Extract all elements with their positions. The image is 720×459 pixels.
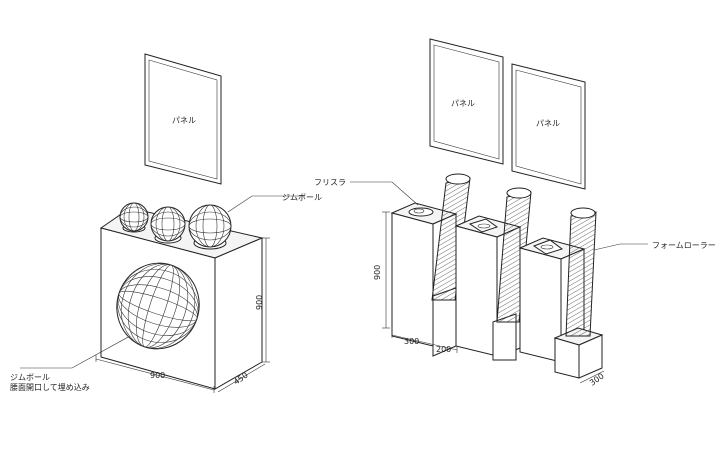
frisbee-callout: フリスラ <box>314 178 419 206</box>
left-panel: パネル <box>144 53 222 185</box>
gym-ball-label: ジムボール <box>282 193 322 202</box>
foam-roller-1 <box>431 173 471 301</box>
embedded-gym-ball <box>116 262 200 350</box>
foam-roller-2 <box>496 187 532 323</box>
right-panel-1: パネル <box>429 38 504 165</box>
right-panel-2: パネル <box>511 63 586 190</box>
right-dim-depth: 300 <box>588 372 606 388</box>
frisbee-label: フリスラ <box>314 178 346 187</box>
gym-ball-callout: ジムボール <box>227 193 322 213</box>
gym-ball-large <box>188 204 232 250</box>
embedded-note-line2: 腰面開口して埋め込み <box>10 382 90 392</box>
right-panel-1-label: パネル <box>451 99 475 108</box>
embedded-note-callout: ジムボール 腰面開口して埋め込み <box>10 335 131 392</box>
left-panel-label: パネル <box>172 116 196 125</box>
foam-roller-3 <box>565 207 597 337</box>
right-dim-width-a: 300 <box>404 337 419 346</box>
left-dim-height: 900 <box>255 295 264 310</box>
embedded-note-line1: ジムボール <box>10 373 50 382</box>
gym-ball-medium <box>150 206 186 244</box>
gym-ball-small <box>119 202 149 233</box>
foam-roller-callout: フォームローラー <box>593 241 716 251</box>
right-dim-height: 900 <box>373 265 382 280</box>
right-panel-2-label: パネル <box>536 119 560 128</box>
foam-roller-label: フォームローラー <box>652 241 716 250</box>
right-dim-width-b: 200 <box>436 345 451 354</box>
left-dim-width: 900 <box>150 371 165 380</box>
left-cabinet <box>99 207 264 390</box>
